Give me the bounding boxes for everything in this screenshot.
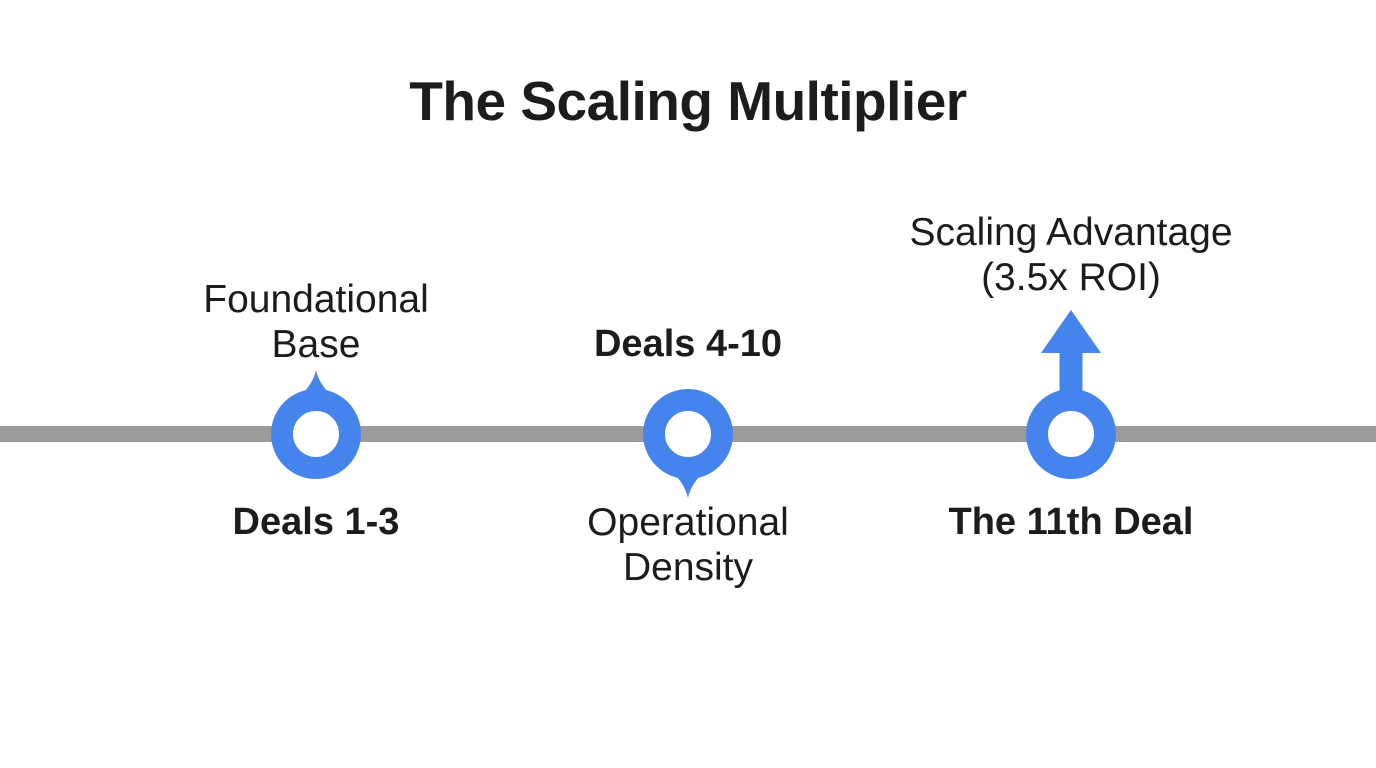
page-title: The Scaling Multiplier <box>409 70 967 132</box>
label-line: Operational <box>587 501 789 544</box>
pin-tip <box>672 472 704 498</box>
pin-ring <box>643 389 733 479</box>
label-line: Base <box>271 323 361 366</box>
pin-ring <box>271 389 361 479</box>
node-label-above: Deals 4-10 <box>594 322 782 366</box>
pin-down-icon <box>643 389 733 498</box>
label-line: Deals 1-3 <box>232 501 400 543</box>
label-line: The 11th Deal <box>948 501 1194 543</box>
label-line: Scaling Advantage <box>909 211 1233 254</box>
arrow-up-icon <box>1026 310 1116 479</box>
pin-tip <box>300 370 332 396</box>
node-label-above: Foundational Base <box>203 277 429 367</box>
label-line: Deals 4-10 <box>593 323 783 365</box>
arrow-head <box>1041 310 1101 353</box>
node-label-below: The 11th Deal <box>949 500 1194 544</box>
label-line: Density <box>622 546 754 589</box>
pin-ring <box>1026 389 1116 479</box>
node-label-below: Operational Density <box>587 500 789 590</box>
node-label-above: Scaling Advantage (3.5x ROI) <box>909 210 1232 300</box>
node-label-below: Deals 1-3 <box>233 500 400 544</box>
label-line: (3.5x ROI) <box>981 256 1161 299</box>
label-line: Foundational <box>203 278 429 321</box>
pin-up-icon <box>271 370 361 479</box>
